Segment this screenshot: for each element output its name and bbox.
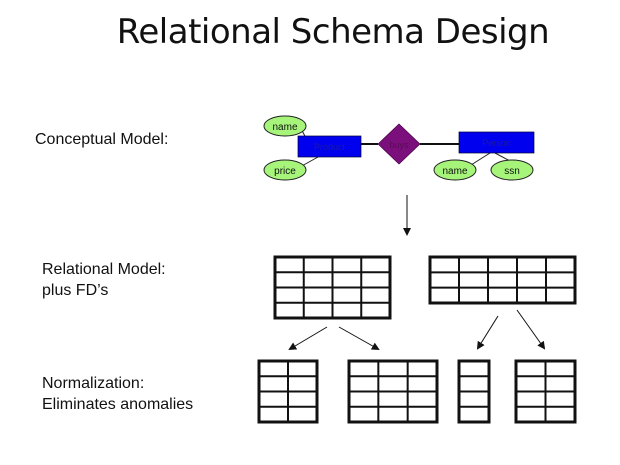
normalization-arrows bbox=[288, 309, 546, 351]
relational-model-line1: Relational Model: bbox=[42, 261, 166, 278]
table-normalized-4 bbox=[514, 359, 577, 424]
attribute-person-name-label: name bbox=[442, 166, 467, 177]
table-border bbox=[347, 359, 439, 424]
normalization-line1: Normalization: bbox=[42, 375, 145, 392]
connector-person-name bbox=[470, 152, 491, 166]
attribute-product-price: price bbox=[263, 159, 307, 181]
table-border bbox=[257, 359, 319, 424]
relational-model-line2: plus FD’s bbox=[42, 282, 109, 299]
attribute-product-name: name bbox=[263, 115, 307, 137]
table-normalized-3 bbox=[457, 359, 491, 424]
table-relation-1 bbox=[273, 255, 392, 320]
table-relation-2 bbox=[428, 255, 577, 305]
table-border bbox=[273, 255, 392, 320]
arrow-rel2-to-norm4 bbox=[516, 309, 546, 350]
arrow-rel1-to-norm2 bbox=[338, 326, 380, 350]
entity-person: Person bbox=[458, 131, 535, 154]
entity-product-label: Product bbox=[314, 142, 346, 152]
table-border bbox=[457, 359, 491, 424]
arrow-rel2-to-norm3 bbox=[476, 315, 499, 350]
entity-person-label: Person bbox=[482, 138, 511, 148]
attribute-product-name-label: name bbox=[272, 122, 297, 133]
attribute-person-ssn-label: ssn bbox=[504, 166, 520, 177]
attribute-person-name: name bbox=[433, 159, 477, 181]
entity-product: Product bbox=[297, 135, 362, 158]
connector-person-ssn bbox=[494, 152, 511, 162]
attribute-person-ssn: ssn bbox=[490, 159, 534, 181]
arrow-rel1-to-norm1 bbox=[288, 326, 328, 351]
table-normalized-2 bbox=[347, 359, 439, 424]
table-normalized-1 bbox=[257, 359, 319, 424]
tables-layer bbox=[257, 255, 577, 424]
conceptual-model-label: Conceptual Model: bbox=[35, 129, 168, 150]
normalization-line2: Eliminates anomalies bbox=[42, 396, 194, 413]
table-border bbox=[514, 359, 577, 424]
slide-title: Relational Schema Design bbox=[116, 12, 550, 52]
relational-model-label: Relational Model: plus FD’s bbox=[42, 259, 166, 301]
normalization-label: Normalization: Eliminates anomalies bbox=[42, 373, 193, 415]
relationship-buys-label: buys bbox=[389, 140, 409, 150]
attribute-product-price-label: price bbox=[274, 166, 296, 177]
conceptual-model-text: Conceptual Model: bbox=[35, 131, 169, 148]
relationship-buys: buys bbox=[377, 123, 421, 165]
table-border bbox=[428, 255, 577, 305]
